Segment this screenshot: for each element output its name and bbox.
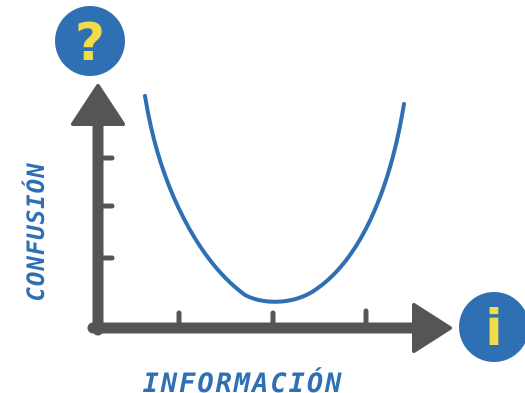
y-axis-label: CONFUSIÓN <box>20 162 50 301</box>
question-badge: ? <box>55 6 125 76</box>
question-icon: ? <box>75 13 105 73</box>
info-badge: i <box>459 292 525 362</box>
x-axis-label: INFORMACIÓN <box>143 367 344 393</box>
y-axis <box>71 84 125 336</box>
info-icon: i <box>485 299 502 357</box>
confusion-curve <box>143 94 406 304</box>
x-axis <box>87 303 452 353</box>
x-axis-arrowhead <box>412 303 452 353</box>
y-axis-arrowhead <box>71 84 125 126</box>
